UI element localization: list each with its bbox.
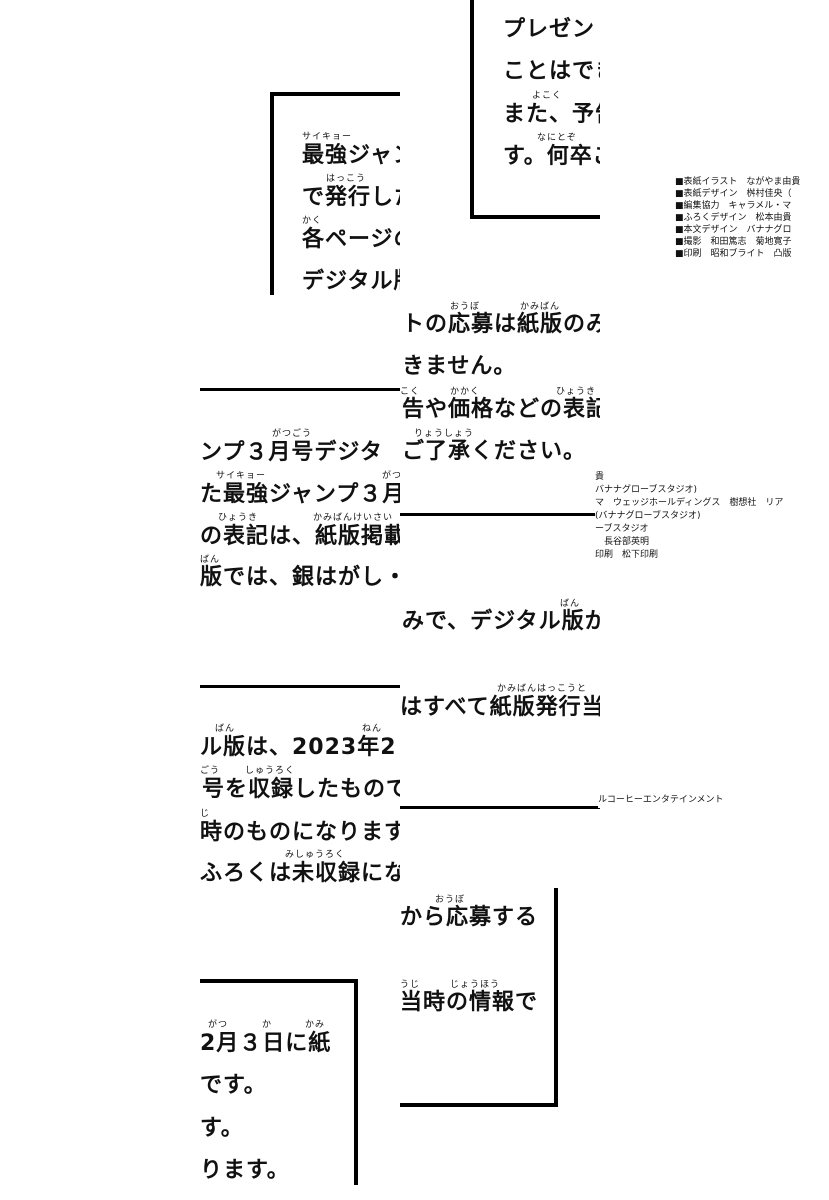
credit-line: ーブスタジオ [595,524,649,534]
credit-line: バナナグローブスタジオ) [595,485,697,495]
ruby: かく [302,216,323,226]
ruby: かかく [450,387,481,397]
text-panel-fragment-i: ばん ねん ル版は、2023年2 ごう しゅうろく 号を収録したもので じ 時の… [200,683,400,890]
panel-border [400,806,600,809]
ruby: みしゅうろく [285,850,346,860]
panel-border [200,388,400,391]
text-panel-fragment-e: がつごう ンプ３月号デジタ サイキョー がつ た最強ジャンプ３月 ひょうき かみ… [200,385,400,590]
credit-line: ■ふろくデザイン 松本由貴 [675,213,792,223]
panel-border [400,513,600,516]
credit-line: ルコーヒーエンタテインメント [598,795,724,805]
ruby: かみ [305,1020,326,1030]
ruby: おうぼ [435,895,466,905]
text-panel-fragment-b: プレゼント ことはできません よこく また、予告 なにとぞ す。何卒ご [470,0,600,219]
text-line: ンプ３月号デジタ [200,440,383,465]
text-line: た最強ジャンプ３月 [200,482,400,507]
ruby: かみばんけいさい [313,513,394,523]
ruby: かみばんはっこうと [497,684,588,694]
text-line: です。 [200,1073,267,1098]
text-panel-fragment-a: サイキョー 最強ジャンプ はっこう で発行した かく 各ページの デジタル版 [270,92,400,295]
ruby: りょうしょう [414,429,475,439]
text-line: 当時の情報で [400,990,539,1015]
ruby: おうぼ [450,302,481,312]
text-line: また、予告 [503,102,600,127]
text-panel-fragment-j: おうぼ から応募する うじ じょうほう 当時の情報で [400,888,558,1107]
text-line: 最強ジャンプ [302,143,400,168]
credit-line: ■本文デザイン バナナグロ [675,225,792,235]
credit-line: ■表紙イラスト ながやま由貴 [675,177,801,187]
ruby: しゅうろく [245,766,296,776]
credit-line: (バナナグローブスタジオ) [595,511,701,521]
text-line: プレゼント [503,17,600,42]
credit-line: ■表紙デザイン 桝村佳央（ [675,189,792,199]
ruby: ひょうき [556,387,597,397]
credits-fragment-g: 貴 バナナグローブスタジオ) マ ウェッジホールディングス 樹想社 リア (バナ… [595,471,829,566]
ruby: ばん [215,724,236,734]
text-line: ル版は、2023年2 [200,735,397,760]
text-line: はすべて紙版発行当 [400,695,600,720]
text-line: す。何卒ご [503,144,600,169]
text-line: 2月３日に紙 [200,1031,332,1056]
ruby: サイキョー [302,132,353,142]
text-line: トの応募は紙版のみ [402,312,600,337]
text-line: ります。 [200,1158,290,1183]
text-panel-fragment-f: ばん みで、デジタル版か [400,510,600,660]
credit-line: ■撮影 和田篤志 菊地寛子 [675,237,792,247]
ruby: なにとぞ [537,133,577,143]
ruby: こく [400,387,421,397]
ruby: サイキョー [216,471,267,481]
credit-line: 長谷部英明 [595,537,650,547]
text-line: ご了承ください。 [402,439,587,464]
ruby: がつ [208,1020,229,1030]
text-line: の表記は、紙版掲載 [200,524,400,549]
text-line: 版では、銀はがし・ふ [200,565,400,590]
ruby: ねん [362,724,383,734]
ruby: ごう [200,766,221,776]
ruby: うじ [400,980,421,990]
text-line: ふろくは未収録になり [200,861,400,886]
credit-line: ■編集協力 キャラメル・マ [675,201,792,211]
text-line: す。 [200,1116,244,1141]
text-panel-fragment-h: かみばんはっこうと はすべて紙版発行当 [400,660,600,810]
ruby: はっこう [326,174,367,184]
text-line: から応募する [400,905,539,930]
text-line: 告や価格などの表記 [402,397,600,422]
text-line: ことはできません [503,59,600,84]
text-line: デジタル版 [302,269,400,294]
ruby: か [262,1020,273,1030]
credit-line: マ ウェッジホールディングス 樹想社 リア [595,498,784,508]
ruby: がつごう [272,429,313,439]
ruby: じょうほう [450,980,501,990]
ruby: よこく [532,91,563,101]
ruby: ひょうき [218,513,259,523]
text-line: 時のものになります [200,820,400,845]
text-line: 各ページの [302,227,400,252]
panel-border [200,685,400,688]
ruby: ばん [200,555,221,565]
text-line: きません。 [402,354,517,379]
credit-line: 印刷 松下印刷 [595,550,659,560]
credit-line: ■印刷 昭和ブライト 凸版 [675,249,792,259]
ruby: がつ [382,471,400,481]
ruby: かみばん [520,302,561,312]
credits-fragment-c: ■表紙イラスト ながやま由貴 ■表紙デザイン 桝村佳央（ ■編集協力 キャラメル… [675,176,829,268]
text-panel-fragment-k: がつ か かみ 2月３日に紙 です。 す。 ります。 [200,979,358,1185]
credit-line: 貴 [595,472,605,482]
text-line: みで、デジタル版か [402,609,600,634]
ruby: じ [200,809,211,819]
text-line: で発行した [302,185,400,210]
text-panel-fragment-d: おうぼ かみばん トの応募は紙版のみ きません。 こく かかく ひょうき 告や価… [400,298,600,470]
text-line: 号を収録したもので [202,777,400,802]
credits-fragment-h2: ルコーヒーエンタテインメント [598,794,758,808]
ruby: ばん [560,599,581,609]
